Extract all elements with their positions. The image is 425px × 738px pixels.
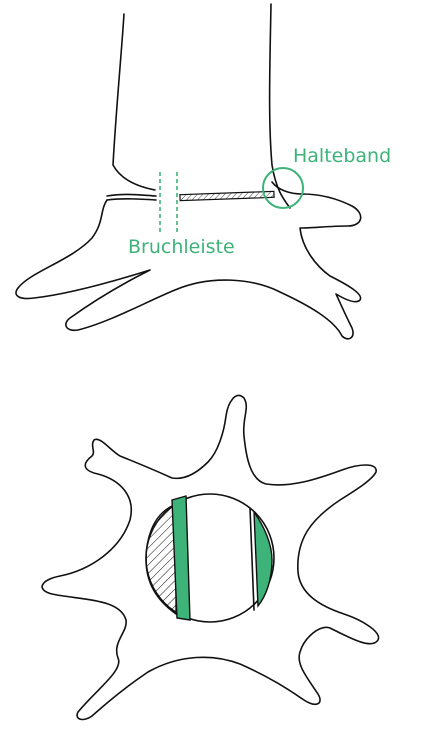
halteband-band: [254, 512, 272, 606]
notch-lower-face: [107, 199, 156, 200]
trunk-left-edge: [113, 14, 155, 190]
bruchleiste-label: Bruchleiste: [128, 236, 235, 258]
stump-roots-outline: [16, 182, 361, 339]
halteband-label: Halteband: [293, 145, 391, 167]
notch-hatched-area: [146, 506, 176, 614]
top-view: [42, 395, 378, 719]
trunk-right-edge: [270, 4, 290, 208]
stump-top-outline: [42, 395, 378, 719]
halteband-circle: [263, 168, 303, 208]
side-view: Halteband Bruchleiste: [16, 4, 391, 339]
halteband-inner-edge: [250, 508, 254, 610]
notch-upper-face: [107, 194, 156, 196]
felling-cut: [180, 191, 274, 200]
